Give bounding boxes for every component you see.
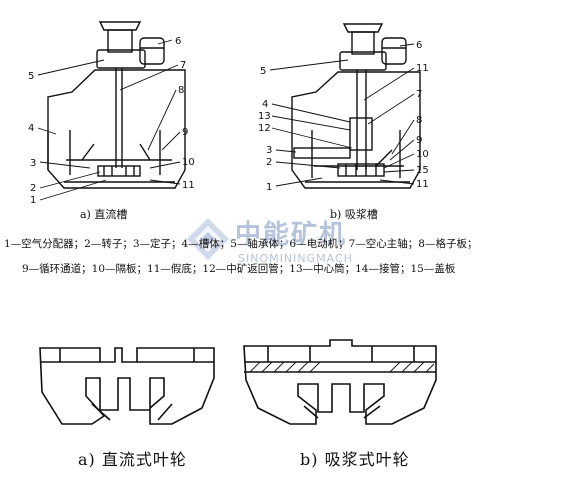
impeller-b-caption: b) 吸浆式叶轮 [300, 450, 410, 469]
left-label-6: 6 [175, 36, 181, 47]
right-label-7: 7 [416, 89, 422, 100]
right-label-11-top: 11 [416, 63, 429, 74]
right-label-6: 6 [416, 40, 422, 51]
right-label-1: 1 [266, 182, 272, 193]
impeller-b-drawing [243, 339, 437, 425]
left-machine-labels: 1 2 3 4 5 6 7 8 9 10 11 [28, 36, 195, 206]
impeller-a-drawing [39, 347, 215, 425]
left-label-10: 10 [182, 157, 195, 168]
impeller-a-caption: a) 直流式叶轮 [78, 450, 187, 469]
right-label-11: 11 [416, 179, 429, 190]
right-label-15: 15 [416, 165, 429, 176]
right-label-2: 2 [266, 157, 272, 168]
right-label-10: 10 [416, 149, 429, 160]
impeller-b-hatching [249, 361, 435, 373]
right-label-8: 8 [416, 115, 422, 126]
left-label-2: 2 [30, 183, 36, 194]
right-machine-drawing [291, 23, 421, 189]
left-machine-caption: a) 直流槽 [80, 208, 128, 221]
left-label-1: 1 [30, 195, 36, 206]
left-label-7: 7 [180, 60, 186, 71]
watermark-logo-icon [187, 218, 229, 260]
left-label-5: 5 [28, 71, 34, 82]
right-label-3: 3 [266, 145, 272, 156]
legend-line-2: 9—循环通道；10—隔板；11—假底；12—中矿返回管；13—中心筒；14—接管… [22, 263, 456, 275]
left-label-8: 8 [178, 85, 184, 96]
right-machine-caption: b) 吸浆槽 [330, 208, 378, 221]
right-label-9: 9 [416, 135, 422, 146]
watermark-en: SINOMININGMACH [238, 252, 353, 265]
right-label-5: 5 [260, 66, 266, 77]
legend-line-1: 1—空气分配器；2—转子；3—定子；4—槽体；5—轴承体；6—电动机；7—空心主… [4, 238, 478, 250]
left-label-4: 4 [28, 123, 34, 134]
right-label-13: 13 [258, 111, 271, 122]
right-label-4: 4 [262, 99, 268, 110]
watermark-cn: 中能矿机 [235, 220, 348, 250]
left-machine-drawing [47, 21, 186, 189]
right-machine-labels: 1 2 3 12 13 4 5 6 11 7 8 9 10 15 11 [258, 40, 429, 193]
right-label-12: 12 [258, 123, 271, 134]
left-label-11: 11 [182, 180, 195, 191]
left-label-9: 9 [182, 127, 188, 138]
left-label-3: 3 [30, 158, 36, 169]
